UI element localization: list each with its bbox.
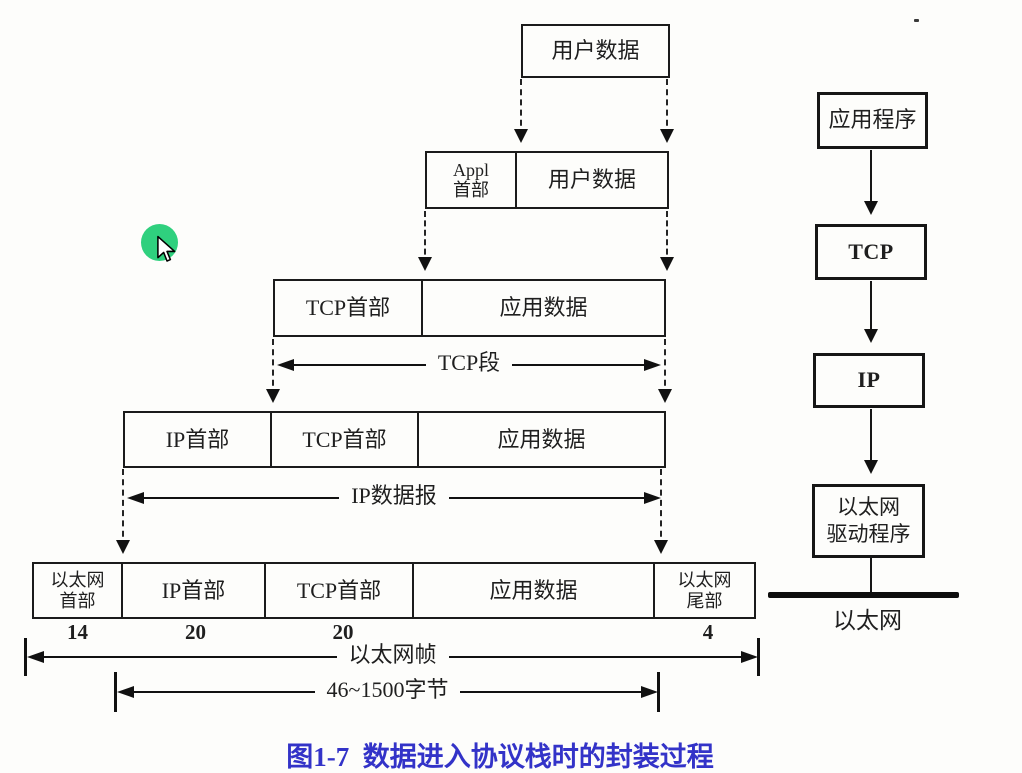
measure-line xyxy=(40,656,337,658)
user-data-cell: 用户数据 xyxy=(523,26,668,76)
ip-box: IP xyxy=(813,353,925,408)
arrowhead-right-icon xyxy=(644,359,662,371)
size-label-tcp-header: 20 xyxy=(332,620,354,644)
ethernet-bus-line xyxy=(768,592,959,598)
dashed-arrow-down xyxy=(658,339,672,403)
measure-line xyxy=(290,364,426,366)
size-label-ip-header: 20 xyxy=(185,620,206,644)
ip-datagram-box: IP首部 TCP首部 应用数据 xyxy=(123,411,666,468)
ethernet-driver-box: 以太网 驱动程序 xyxy=(812,484,925,558)
user-data-label: 用户数据 xyxy=(547,167,636,193)
measure-line xyxy=(140,497,340,499)
eth-header-label-line1: 以太网 xyxy=(50,570,105,591)
dashed-arrow-down xyxy=(654,469,668,554)
measure-line xyxy=(448,497,648,499)
tcp-header-cell: TCP首部 xyxy=(266,564,414,617)
dashed-arrow-down xyxy=(514,79,528,143)
appl-message-box: Appl 首部 用户数据 xyxy=(425,151,669,209)
user-data-label: 用户数据 xyxy=(551,38,640,64)
app-data-label: 应用数据 xyxy=(499,295,588,321)
dashed-arrow-down xyxy=(660,79,674,143)
arrowhead-left-icon xyxy=(27,651,44,663)
dashed-arrow-down xyxy=(116,469,130,554)
size-label-eth-header: 14 xyxy=(67,620,88,644)
app-data-label: 应用数据 xyxy=(497,426,586,452)
tcp-label: TCP xyxy=(848,238,894,264)
app-data-cell: 应用数据 xyxy=(414,564,655,617)
dashed-arrow-down xyxy=(418,211,432,271)
measure-end-tick xyxy=(24,638,27,676)
measure-line xyxy=(512,364,649,366)
application-label: 应用程序 xyxy=(828,107,917,133)
user-data-cell: 用户数据 xyxy=(517,153,667,207)
arrowhead-right-icon xyxy=(741,651,759,663)
measure-end-tick xyxy=(114,672,117,712)
solid-arrow-down xyxy=(864,281,878,343)
ip-label: IP xyxy=(857,367,881,393)
ip-header-cell: IP首部 xyxy=(123,564,266,617)
tcp-header-label: TCP首部 xyxy=(302,426,387,452)
measure-end-tick xyxy=(657,672,660,712)
ip-datagram-measure-label: IP数据报 xyxy=(351,483,437,508)
tcp-segment-measure: TCP段 xyxy=(277,350,662,380)
figure-caption: 图1-7 数据进入协议栈时的封装过程 xyxy=(286,742,714,772)
tcp-segment-box: TCP首部 应用数据 xyxy=(273,279,666,337)
ip-header-label: IP首部 xyxy=(165,426,230,452)
user-data-box: 用户数据 xyxy=(521,24,670,78)
measure-line xyxy=(460,691,645,693)
ethernet-frame-measure: 以太网帧 xyxy=(27,642,759,672)
arrowhead-left-icon xyxy=(127,492,144,504)
tcp-header-cell: TCP首部 xyxy=(272,413,419,466)
solid-arrow-down xyxy=(864,150,878,215)
app-data-label: 应用数据 xyxy=(489,577,578,603)
measure-line xyxy=(448,656,746,658)
appl-header-cell: Appl 首部 xyxy=(427,153,517,207)
arrowhead-left-icon xyxy=(117,686,134,698)
eth-header-cell: 以太网 首部 xyxy=(34,564,123,617)
eth-trailer-label-line1: 以太网 xyxy=(677,570,732,591)
app-data-cell: 应用数据 xyxy=(419,413,664,466)
ethernet-frame-measure-label: 以太网帧 xyxy=(348,642,437,667)
dashed-arrow-down xyxy=(660,211,674,271)
ip-header-label: IP首部 xyxy=(161,577,226,603)
arrowhead-right-icon xyxy=(644,492,661,504)
eth-trailer-label-line2: 尾部 xyxy=(686,590,723,611)
arrowhead-left-icon xyxy=(277,359,294,371)
tcp-header-label: TCP首部 xyxy=(305,295,391,321)
dashed-arrow-down xyxy=(266,339,280,403)
scan-speck xyxy=(914,19,919,22)
solid-arrow-down xyxy=(864,409,878,474)
ip-header-cell: IP首部 xyxy=(125,413,272,466)
measure-line xyxy=(130,691,315,693)
application-box: 应用程序 xyxy=(817,92,928,149)
measure-end-tick xyxy=(757,638,760,676)
appl-header-label-line1: Appl xyxy=(453,159,489,180)
app-data-cell: 应用数据 xyxy=(423,281,664,335)
ethernet-driver-label-line1: 以太网 xyxy=(837,494,900,519)
mouse-cursor-icon xyxy=(157,235,176,262)
payload-range-measure: 46~1500字节 xyxy=(117,677,658,707)
tcp-header-cell: TCP首部 xyxy=(275,281,423,335)
size-label-eth-trailer: 4 xyxy=(702,620,714,644)
appl-header-label-line2: 首部 xyxy=(453,180,489,200)
ethernet-driver-label-line2: 驱动程序 xyxy=(826,522,911,546)
ip-datagram-measure: IP数据报 xyxy=(127,483,661,513)
tcp-segment-measure-label: TCP段 xyxy=(437,350,501,375)
tcp-box: TCP xyxy=(815,224,927,280)
ethernet-frame-box: 以太网 首部 IP首部 TCP首部 应用数据 以太网 尾部 xyxy=(32,562,756,619)
arrowhead-right-icon xyxy=(641,686,658,698)
eth-header-label-line2: 首部 xyxy=(59,590,96,611)
driver-to-bus-line xyxy=(870,558,872,594)
payload-range-measure-label: 46~1500字节 xyxy=(326,677,449,702)
ethernet-bus-label: 以太网 xyxy=(833,608,902,633)
tcp-header-label: TCP首部 xyxy=(296,577,382,603)
eth-trailer-cell: 以太网 尾部 xyxy=(655,564,754,617)
